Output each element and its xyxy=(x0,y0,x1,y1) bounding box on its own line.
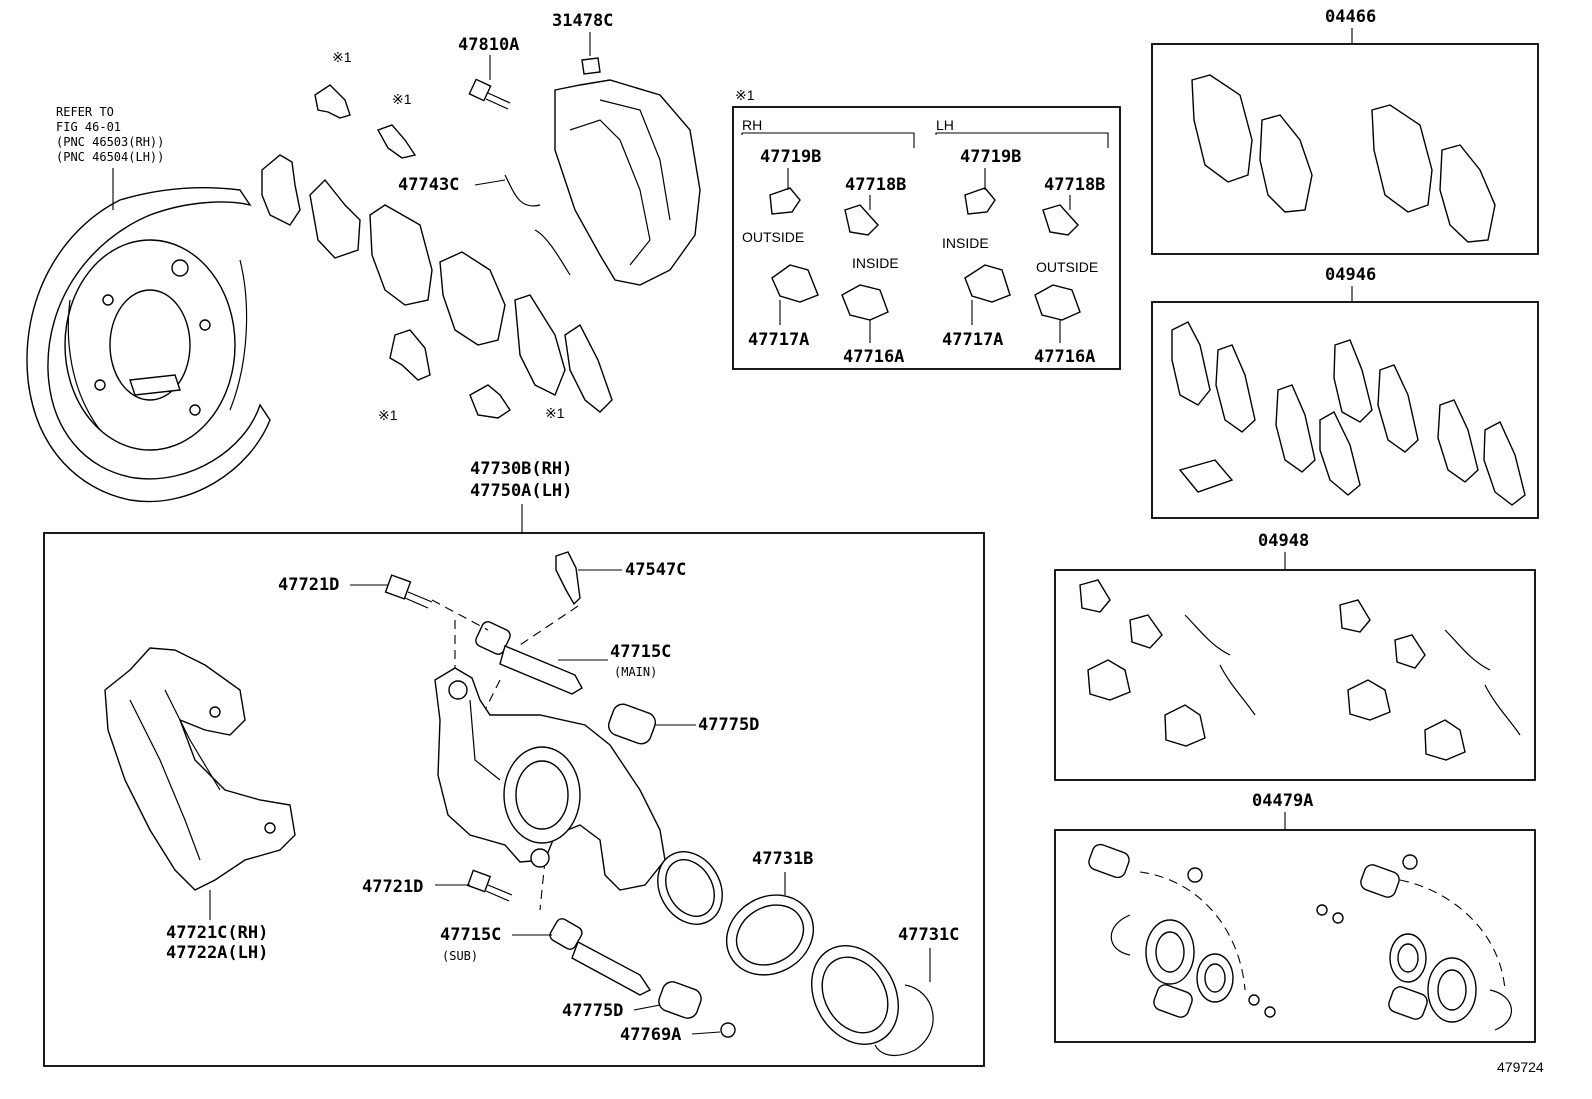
shim-box-parts-drawing xyxy=(769,168,1081,343)
part-47721c: 47721C(RH) xyxy=(166,923,268,943)
refer-line-3: (PNC 46503(RH)) xyxy=(56,135,164,149)
pads-and-shims-drawing xyxy=(261,84,613,419)
part-47810a: 47810A xyxy=(458,35,519,55)
bolt-47721d-top-drawing xyxy=(384,574,433,609)
diagram-id: 479724 xyxy=(1497,1059,1544,1075)
caliper-top-drawing xyxy=(554,79,701,286)
part-47715c-sub: 47715C xyxy=(440,925,501,945)
part-47775d-top: 47775D xyxy=(698,715,759,735)
cap-47769a-drawing xyxy=(720,1022,736,1038)
part-47715c-main: 47715C xyxy=(610,642,671,662)
shim-rh-47719b: 47719B xyxy=(760,147,821,167)
kit-04946-label: 04946 xyxy=(1325,265,1376,285)
shim-lh-label: LH xyxy=(936,117,954,133)
boot-47731c-drawing xyxy=(810,945,934,1057)
shim-rh-label: RH xyxy=(742,117,762,133)
boot-47775d-bottom-drawing xyxy=(658,981,702,1019)
kit-04466-pads-drawing xyxy=(1191,74,1496,243)
caliper-assy-frame xyxy=(43,532,985,1067)
kit-04946-frame xyxy=(1151,301,1539,519)
piston-47731b-drawing xyxy=(725,894,815,976)
kit-04948-clips-drawing xyxy=(1079,579,1521,761)
part-47721d-top: 47721D xyxy=(278,575,339,595)
shim-box-mark: ※1 xyxy=(735,87,755,103)
caliper-assy-rh: 47730B(RH) xyxy=(470,459,572,479)
bolt-47721d-bottom-drawing xyxy=(466,869,513,902)
part-47743c: 47743C xyxy=(398,175,459,195)
caliper-assy-lh: 47750A(LH) xyxy=(470,481,572,501)
kit-04948-frame xyxy=(1054,569,1536,781)
refer-line-1: REFER TO xyxy=(56,105,114,119)
shim-box-frame xyxy=(732,106,1121,370)
shim-rh-47718b: 47718B xyxy=(845,175,906,195)
bolt-47810a-drawing xyxy=(468,78,511,110)
dust-shield-drawing xyxy=(26,187,271,503)
kit-04479a-seals-drawing xyxy=(1088,843,1513,1031)
kit-04479a-frame xyxy=(1054,829,1536,1043)
kit-04479a-label: 04479A xyxy=(1252,791,1313,811)
part-47721d-bottom: 47721D xyxy=(362,877,423,897)
shim-rh-47716a: 47716A xyxy=(843,347,904,367)
shim-lh-47716a: 47716A xyxy=(1034,347,1095,367)
caliper-body-drawing xyxy=(434,667,666,891)
mark-1c: ※1 xyxy=(378,407,398,423)
refer-line-2: FIG 46-01 xyxy=(56,120,121,134)
shim-rh-inside: INSIDE xyxy=(852,255,899,271)
part-47731b: 47731B xyxy=(752,849,813,869)
part-47547c: 47547C xyxy=(625,560,686,580)
shim-lh-outside: OUTSIDE xyxy=(1036,259,1098,275)
part-47775d-bottom: 47775D xyxy=(562,1001,623,1021)
part-47715c-main-note: (MAIN) xyxy=(614,665,657,679)
bleeder-47547c-drawing xyxy=(555,551,581,606)
part-47769a: 47769A xyxy=(620,1025,681,1045)
shim-lh-47718b: 47718B xyxy=(1044,175,1105,195)
slide-pin-sub-drawing xyxy=(549,918,652,996)
kit-04946-shims-drawing xyxy=(1171,321,1526,506)
kit-04948-label: 04948 xyxy=(1258,531,1309,551)
part-47715c-sub-note: (SUB) xyxy=(442,949,478,963)
spring-47743c-drawing xyxy=(504,174,571,276)
shim-lh-inside: INSIDE xyxy=(942,235,989,251)
part-31478c: 31478C xyxy=(552,11,613,31)
part-47722a: 47722A(LH) xyxy=(166,943,268,963)
shim-lh-47719b: 47719B xyxy=(960,147,1021,167)
shim-rh-47717a: 47717A xyxy=(748,330,809,350)
part-47731c: 47731C xyxy=(898,925,959,945)
kit-04466-frame xyxy=(1151,43,1539,255)
boot-47775d-top-drawing xyxy=(607,703,657,745)
kit-04466-label: 04466 xyxy=(1325,7,1376,27)
refer-line-4: (PNC 46504(LH)) xyxy=(56,150,164,164)
mark-1d: ※1 xyxy=(545,405,565,421)
slide-pin-main-drawing xyxy=(475,621,583,695)
shim-lh-47717a: 47717A xyxy=(942,330,1003,350)
caliper-bracket-drawing xyxy=(104,647,296,891)
cap-31478c-drawing xyxy=(581,57,601,75)
mark-1a: ※1 xyxy=(332,49,352,65)
shim-rh-outside: OUTSIDE xyxy=(742,229,804,245)
mark-1b: ※1 xyxy=(392,91,412,107)
